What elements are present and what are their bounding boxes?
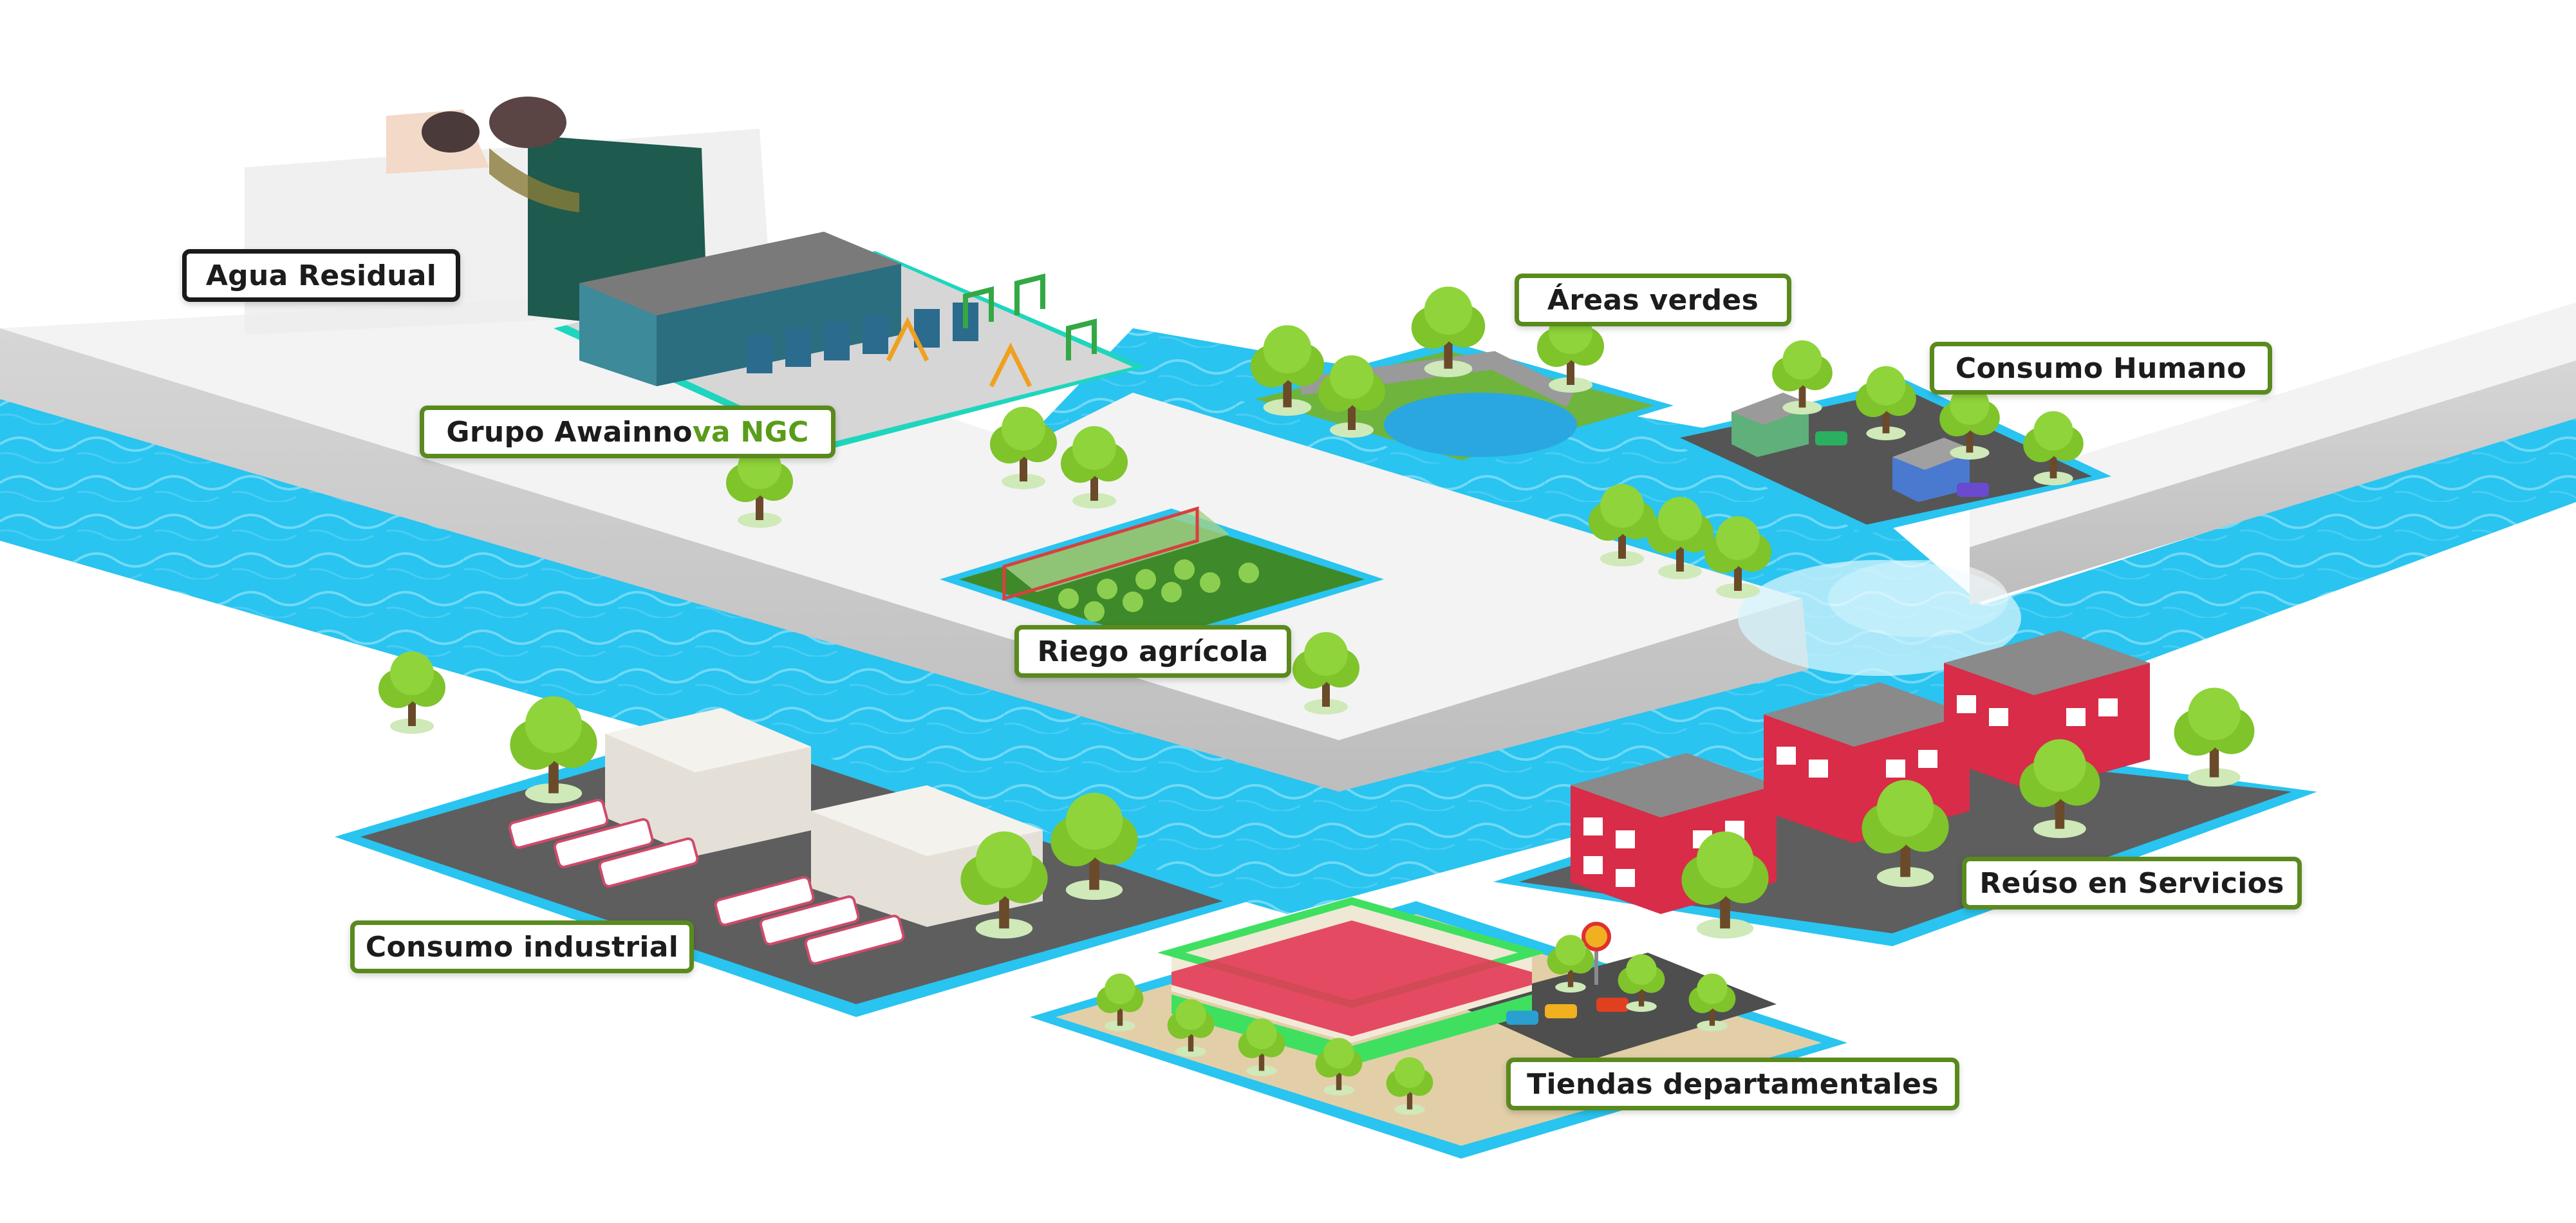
label-tiendas-departamentales: Tiendas departamentales [1506,1058,1959,1110]
tree [2023,411,2084,485]
tree [510,696,597,803]
label-grupo-accent-text: va NGC [692,415,809,449]
tree [2174,687,2255,787]
label-riego-agricola-text: Riego agrícola [1037,635,1269,668]
label-consumo-humano-text: Consumo Humano [1955,351,2247,385]
label-agua-residual-text: Agua Residual [205,259,437,292]
tree [1315,1038,1363,1096]
treatment-plant [554,232,1146,451]
tree [2019,739,2100,838]
tree [1318,355,1385,438]
label-consumo-industrial-text: Consumo industrial [365,930,679,964]
farm-island [940,506,1384,650]
tree [1862,780,1949,887]
label-areas-verdes: Áreas verdes [1515,274,1791,326]
tree [1618,954,1665,1012]
label-agua-residual: Agua Residual [182,249,460,302]
tree [726,445,793,528]
tree [1856,366,1916,440]
tree [1096,973,1144,1031]
label-areas-verdes-text: Áreas verdes [1547,283,1759,317]
tree [1167,999,1215,1057]
tree [1772,340,1833,415]
tree [1050,792,1138,900]
label-consumo-industrial: Consumo industrial [350,920,694,973]
tree [1238,1018,1285,1076]
tree [1293,632,1359,714]
tree [1547,935,1594,993]
tree [1589,484,1656,566]
label-reuso-servicios: Reúso en Servicios [1962,857,2302,910]
tree [1647,497,1713,579]
tree [1061,426,1128,509]
tree [1681,831,1769,938]
tree [960,831,1048,938]
store-island [1030,897,1847,1159]
label-consumo-humano: Consumo Humano [1930,342,2272,395]
label-grupo-text: Grupo Awainno [446,415,693,449]
label-tiendas-text: Tiendas departamentales [1527,1067,1939,1101]
trees [378,286,2255,1115]
platform-right [1970,303,2576,605]
tree [1939,385,2000,460]
tree [378,651,445,734]
tree [1688,973,1736,1031]
houses-island [1661,380,2111,534]
tree [1411,286,1486,377]
tree [1704,516,1771,599]
water-spray [1738,560,2021,676]
label-riego-agricola: Riego agrícola [1014,625,1291,678]
tree [1250,325,1325,416]
label-reuso-servicios-text: Reúso en Servicios [1979,866,2284,900]
tree [1386,1057,1433,1115]
tree [990,407,1057,489]
